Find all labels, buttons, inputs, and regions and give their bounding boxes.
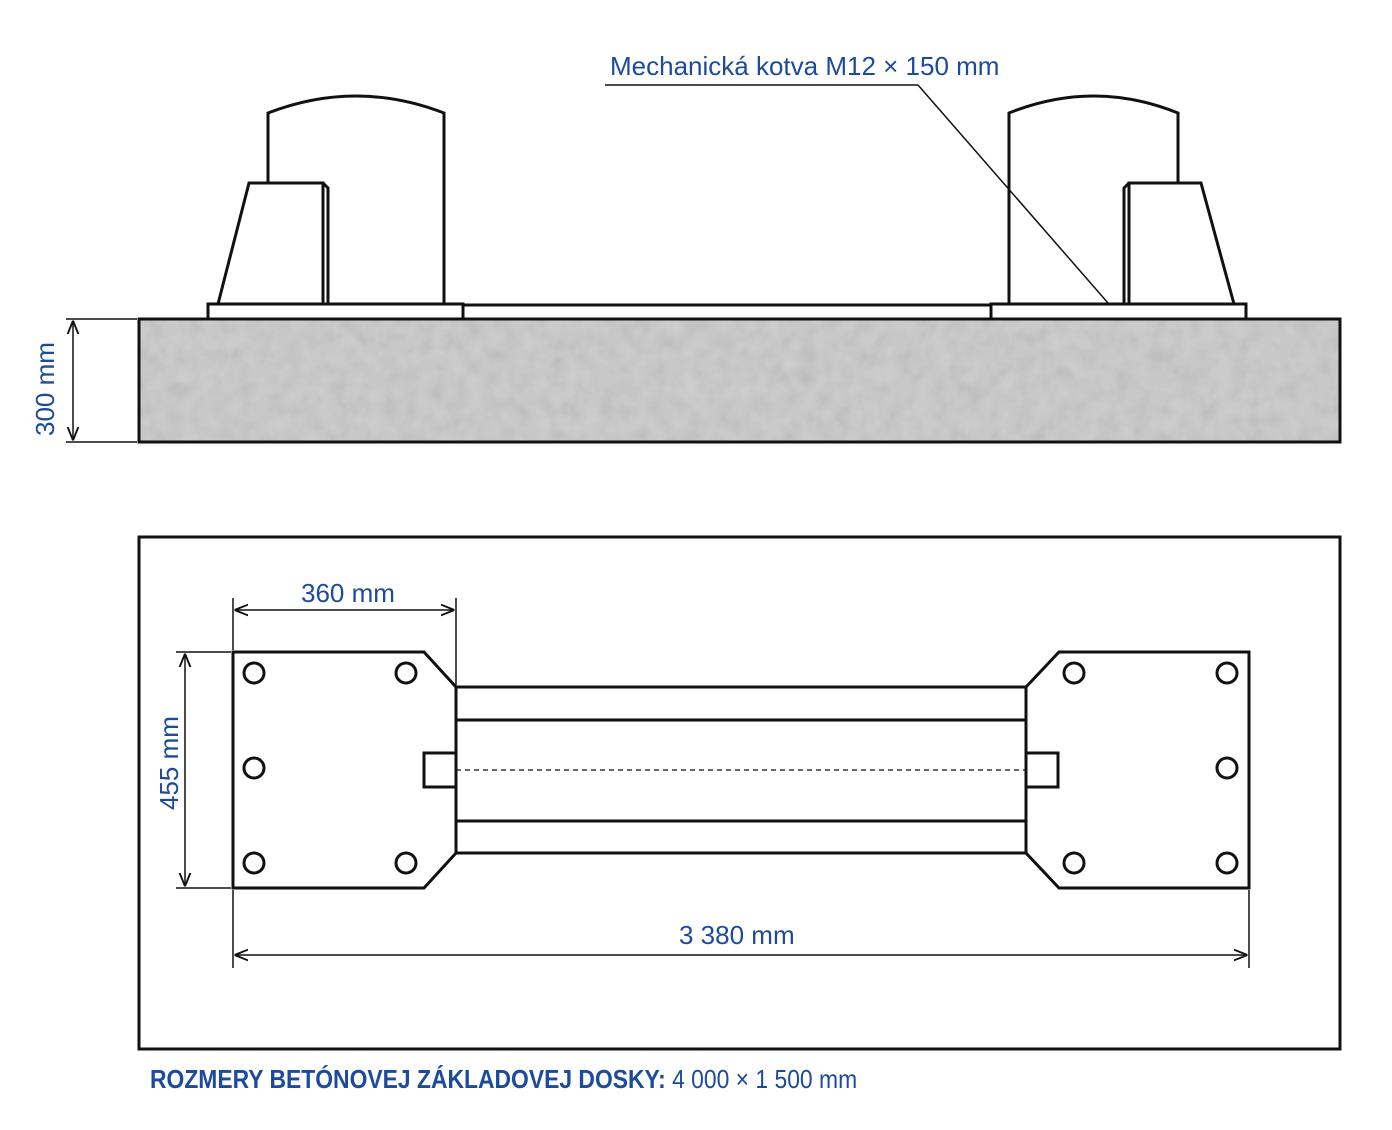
anchor-hole — [242, 756, 266, 780]
right-gusset — [1127, 181, 1236, 306]
anchor-leader — [605, 84, 1109, 304]
anchor-hole — [1062, 661, 1086, 685]
plate-height-label: 455 mm — [154, 716, 184, 810]
anchor-hole — [242, 661, 266, 685]
plate-width-dimension — [232, 598, 457, 685]
anchor-hole — [242, 851, 266, 875]
anchor-hole — [1062, 851, 1086, 875]
slab-dimensions-caption: ROZMERY BETÓNOVEJ ZÁKLADOVEJ DOSKY: 4 00… — [150, 1064, 857, 1095]
anchor-hole — [1215, 851, 1239, 875]
plate-width-label: 360 mm — [301, 578, 395, 608]
plan-view — [137, 535, 1342, 1051]
base-rail — [460, 303, 994, 321]
caption-label: ROZMERY BETÓNOVEJ ZÁKLADOVEJ DOSKY: — [150, 1064, 666, 1094]
right-base-plate — [989, 302, 1248, 321]
anchor-hole — [1215, 661, 1239, 685]
caption-value: 4 000 × 1 500 mm — [672, 1064, 858, 1094]
anchor-hole — [1215, 756, 1239, 780]
anchor-holes — [242, 661, 1239, 875]
overall-length-label: 3 380 mm — [679, 920, 795, 950]
slab-height-dimension — [66, 318, 137, 443]
right-stub — [1024, 751, 1060, 789]
anchor-hole — [394, 851, 418, 875]
side-view — [137, 94, 1342, 444]
slab-height-label: 300 mm — [30, 342, 60, 436]
left-gusset — [216, 181, 325, 306]
overall-length-dimension — [232, 890, 1250, 968]
left-base-plate — [206, 302, 465, 321]
left-stub — [422, 751, 458, 789]
anchor-hole — [394, 661, 418, 685]
anchor-label: Mechanická kotva M12 × 150 mm — [610, 51, 999, 81]
plate-height-dimension — [176, 651, 231, 889]
concrete-slab — [137, 317, 1342, 444]
